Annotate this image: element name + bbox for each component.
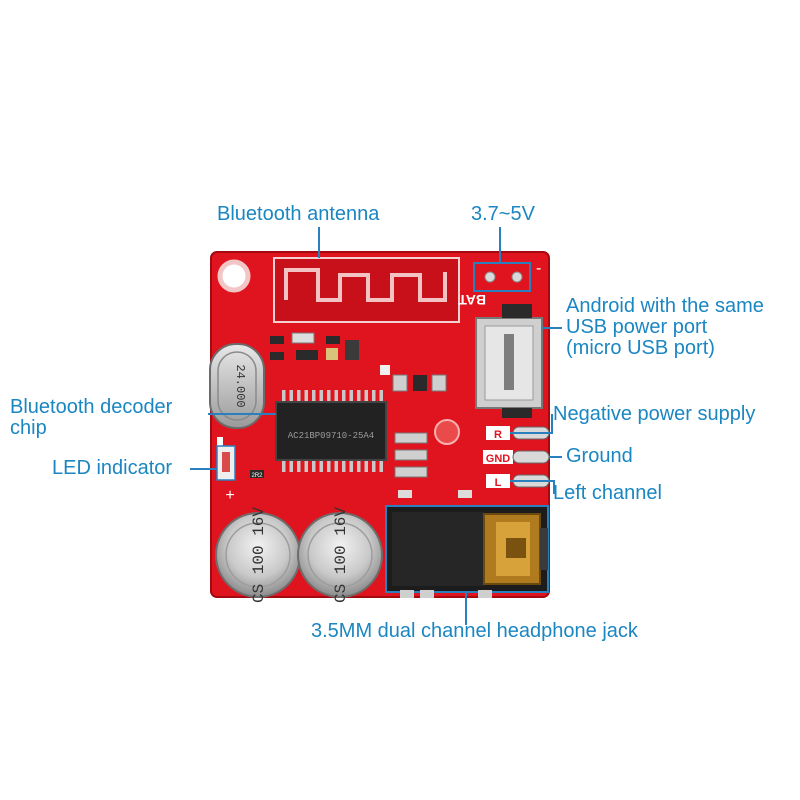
chip-pin [297,460,301,472]
battery-pads: BAT - [458,260,542,308]
headphone-jack [385,505,549,598]
chip-pin [334,390,338,402]
resistor-text: 2R2 [251,473,263,479]
cap-right-text: CS 100 16V [332,507,350,603]
chip-pin [319,460,323,472]
chip-pin [312,460,316,472]
capacitor-right: CS 100 16V [297,507,383,603]
label-usb-line-1: Android with the same [566,295,764,317]
chip-pin [282,390,286,402]
pcb-board: BAT - 24.000 [209,251,550,603]
chip-pin [304,460,308,472]
chip-pin [304,390,308,402]
label-decoder-line-1: Bluetooth decoder [10,396,173,418]
antenna-trace [273,257,460,323]
label-negative-power: Negative power supply [553,403,756,425]
chip-pin [289,390,293,402]
chip-pin [364,460,368,472]
left-callout [510,480,555,494]
cap-left-text: CS 100 16V [250,507,268,603]
micro-usb-port [475,304,543,418]
plus-silkscreen: + [225,487,234,504]
label-decoder-line-2: chip [10,417,47,439]
pad-r-text: R [494,429,502,441]
chip-pin [297,390,301,402]
chip-pin [342,390,346,402]
chip-pin [319,390,323,402]
chip-pin [372,390,376,402]
crystal-text: 24.000 [233,364,247,407]
chip-pin [334,460,338,472]
chip-pin [327,390,331,402]
chip-pin [349,390,353,402]
decoder-chip: AC21BP09710-25A4 [275,390,387,472]
label-left-channel: Left channel [553,482,662,504]
chip-pin [312,390,316,402]
chip-pin [282,460,286,472]
chip-pin [364,390,368,402]
bat-silkscreen: BAT [458,292,486,308]
smd-components: 2R2 [217,332,472,498]
label-voltage: 3.7~5V [471,203,535,225]
pad-gnd-text: GND [486,453,511,465]
negative-callout [510,414,553,434]
label-usb-line-3: (micro USB port) [566,337,715,359]
led-indicator: + [216,445,236,504]
label-headphone-jack: 3.5MM dual channel headphone jack [311,620,638,642]
pad-l-text: L [495,477,502,489]
label-bluetooth-antenna: Bluetooth antenna [217,203,380,225]
crystal-oscillator: 24.000 [209,343,265,429]
mounting-hole [217,259,251,293]
label-led-indicator: LED indicator [52,457,173,479]
chip-pin [379,390,383,402]
chip-pin [349,460,353,472]
chip-pin [357,390,361,402]
chip-pin [342,460,346,472]
chip-pin [372,460,376,472]
chip-pin [379,460,383,472]
chip-pin [327,460,331,472]
capacitor-left: CS 100 16V [215,507,301,603]
voltage-bracket [473,262,531,292]
label-usb-line-2: USB power port [566,316,708,338]
callouts [190,227,562,625]
output-pads: R GND L [483,426,550,489]
chip-pin [357,460,361,472]
chip-text: AC21BP09710-25A4 [288,431,374,441]
minus-silkscreen: - [536,260,541,277]
chip-pin [289,460,293,472]
label-ground: Ground [566,445,633,467]
